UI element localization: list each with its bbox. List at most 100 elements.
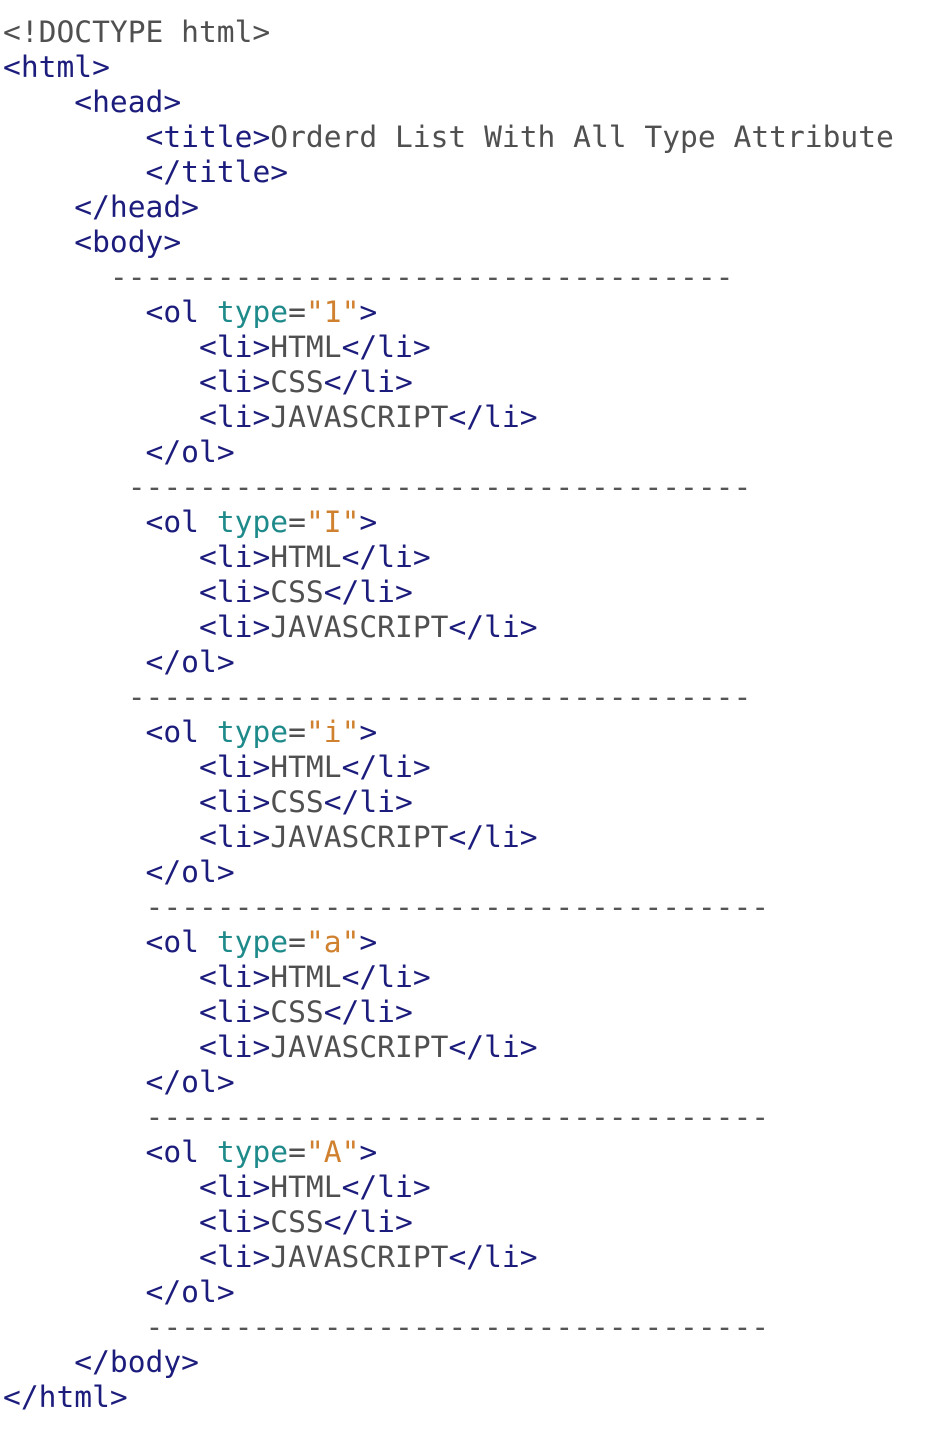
code-token-val: "i" [305,715,360,749]
code-token-text: HTML [270,750,342,784]
code-token-text [3,155,146,189]
code-token-tag: <li> [199,750,271,784]
code-token-text [3,1170,199,1204]
code-line: ----------------------------------- [3,470,933,505]
code-line: </html> [3,1380,933,1415]
code-line: </ol> [3,855,933,890]
code-line: </body> [3,1345,933,1380]
code-token-tag: > [359,715,378,749]
code-token-text [3,1135,146,1169]
code-token-tag: </li> [341,330,431,364]
code-token-text [3,960,199,994]
code-token-text [3,365,199,399]
code-token-text [3,610,199,644]
code-token-tag: <li> [199,995,271,1029]
code-token-tag: <li> [199,575,271,609]
code-line: <li>JAVASCRIPT</li> [3,400,933,435]
code-line: ----------------------------------- [3,1310,933,1345]
code-line: </title> [3,155,933,190]
code-line: <li>CSS</li> [3,785,933,820]
code-line: </head> [3,190,933,225]
code-token-text: JAVASCRIPT [270,820,449,854]
code-token-tag: <li> [199,1240,271,1274]
code-token-val: "A" [305,1135,360,1169]
code-line: <li>HTML</li> [3,750,933,785]
code-token-text: CSS [270,785,324,819]
code-token-tag: > [359,295,378,329]
code-token-tag: </li> [341,1170,431,1204]
code-token-text: CSS [270,1205,324,1239]
code-token-tag: </ol> [145,435,235,469]
code-token-text: JAVASCRIPT [270,1240,449,1274]
code-token-text [3,295,146,329]
code-token-tag: </li> [323,785,413,819]
code-token-tag: </title> [145,155,289,189]
code-line: <li>CSS</li> [3,995,933,1030]
code-line: </ol> [3,645,933,680]
code-token-text [3,330,199,364]
code-token-tag: <li> [199,960,271,994]
code-line: <body> [3,225,933,260]
code-line: <li>CSS</li> [3,575,933,610]
code-token-text [3,1240,199,1274]
code-token-text: CSS [270,365,324,399]
code-token-tag: <ol [145,295,217,329]
code-token-tag: <ol [145,1135,217,1169]
code-line: <!DOCTYPE html> [3,15,933,50]
code-token-val: "a" [305,925,360,959]
code-token-text: JAVASCRIPT [270,1030,449,1064]
code-token-text [3,190,74,224]
code-line: <ol type="1"> [3,295,933,330]
code-line: ----------------------------------- [3,680,933,715]
code-token-text: = [288,1135,306,1169]
code-line: <li>HTML</li> [3,960,933,995]
code-line: ----------------------------------- [3,1100,933,1135]
code-token-dash: ----------------------------------- [3,1310,770,1344]
code-token-attr: type [216,295,289,329]
code-token-tag: <li> [199,820,271,854]
code-line: <title>Orderd List With All Type Attribu… [3,120,933,155]
code-token-tag: </ol> [145,645,235,679]
code-token-tag: </li> [448,820,538,854]
code-token-text [3,435,146,469]
code-line: <ol type="i"> [3,715,933,750]
code-token-text [3,1030,199,1064]
code-token-tag: </html> [3,1380,128,1414]
code-line: <li>CSS</li> [3,1205,933,1240]
code-line: <li>HTML</li> [3,540,933,575]
code-token-tag: <li> [199,785,271,819]
code-token-dash: ----------------------------------- [3,470,752,504]
code-line: </ol> [3,1275,933,1310]
code-token-tag: <li> [199,540,271,574]
code-token-tag: </li> [448,610,538,644]
code-token-text: = [288,925,306,959]
code-line: <li>JAVASCRIPT</li> [3,1030,933,1065]
code-token-attr: type [216,505,289,539]
code-token-text [3,925,146,959]
code-token-tag: > [359,925,378,959]
code-token-tag: </head> [74,190,199,224]
code-token-dash: ----------------------------------- [3,890,770,924]
code-token-text [3,820,199,854]
code-token-tag: <ol [145,505,217,539]
code-line: <li>HTML</li> [3,330,933,365]
code-token-tag: <li> [199,330,271,364]
code-token-tag: </ol> [145,1065,235,1099]
code-token-text [3,505,146,539]
code-token-tag: </body> [74,1345,199,1379]
code-token-tag: <li> [199,400,271,434]
code-token-tag: <body> [74,225,182,259]
code-token-text: HTML [270,960,342,994]
code-token-tag: <html> [3,50,110,84]
code-token-text: = [288,295,306,329]
code-token-text [3,1275,146,1309]
code-line: <ol type="A"> [3,1135,933,1170]
code-line: </ol> [3,1065,933,1100]
code-token-attr: type [216,1135,289,1169]
code-token-dash: ----------------------------------- [3,680,752,714]
code-token-text: HTML [270,330,342,364]
code-token-text [3,225,74,259]
code-token-text: CSS [270,575,324,609]
code-token-dash: ----------------------------------- [3,1100,770,1134]
